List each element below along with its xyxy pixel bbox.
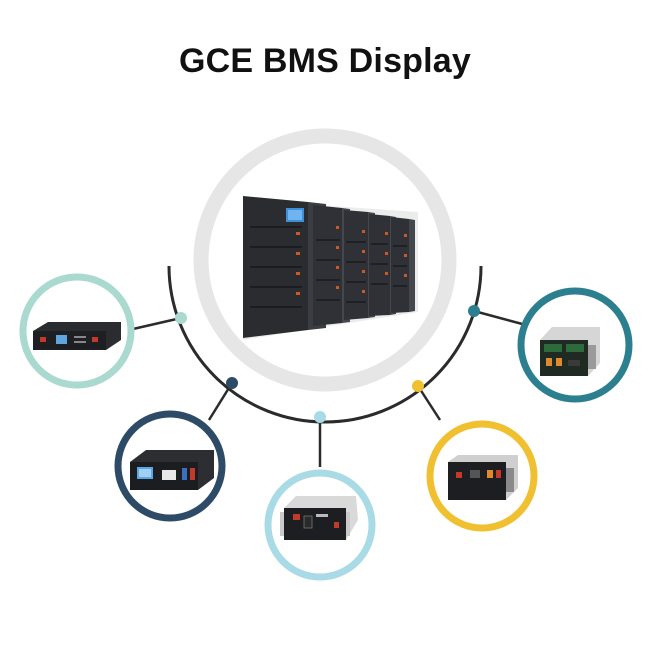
module-bottom [264, 469, 376, 581]
bms-lcd-module-image [130, 450, 214, 490]
node-dot-lower-left [226, 377, 238, 389]
bms-high-voltage-box-image [448, 455, 518, 500]
node-dot-bottom [314, 411, 326, 423]
module-left [19, 273, 135, 389]
bms-front-panel-image [280, 496, 358, 540]
bms-rack-unit-image [33, 322, 121, 350]
bms-green-panel-box-image [540, 327, 600, 376]
module-right [517, 287, 633, 403]
connector-lines [132, 309, 527, 467]
page-title: GCE BMS Display [178, 42, 472, 80]
battery-cabinet-image [243, 196, 418, 340]
connection-arc [167, 265, 483, 424]
center-ring [193, 128, 457, 392]
module-lower-right [426, 420, 538, 532]
node-dot-right [468, 305, 480, 317]
module-lower-left [114, 410, 226, 522]
node-dot-lower-right [412, 380, 424, 392]
node-dot-left [175, 312, 187, 324]
